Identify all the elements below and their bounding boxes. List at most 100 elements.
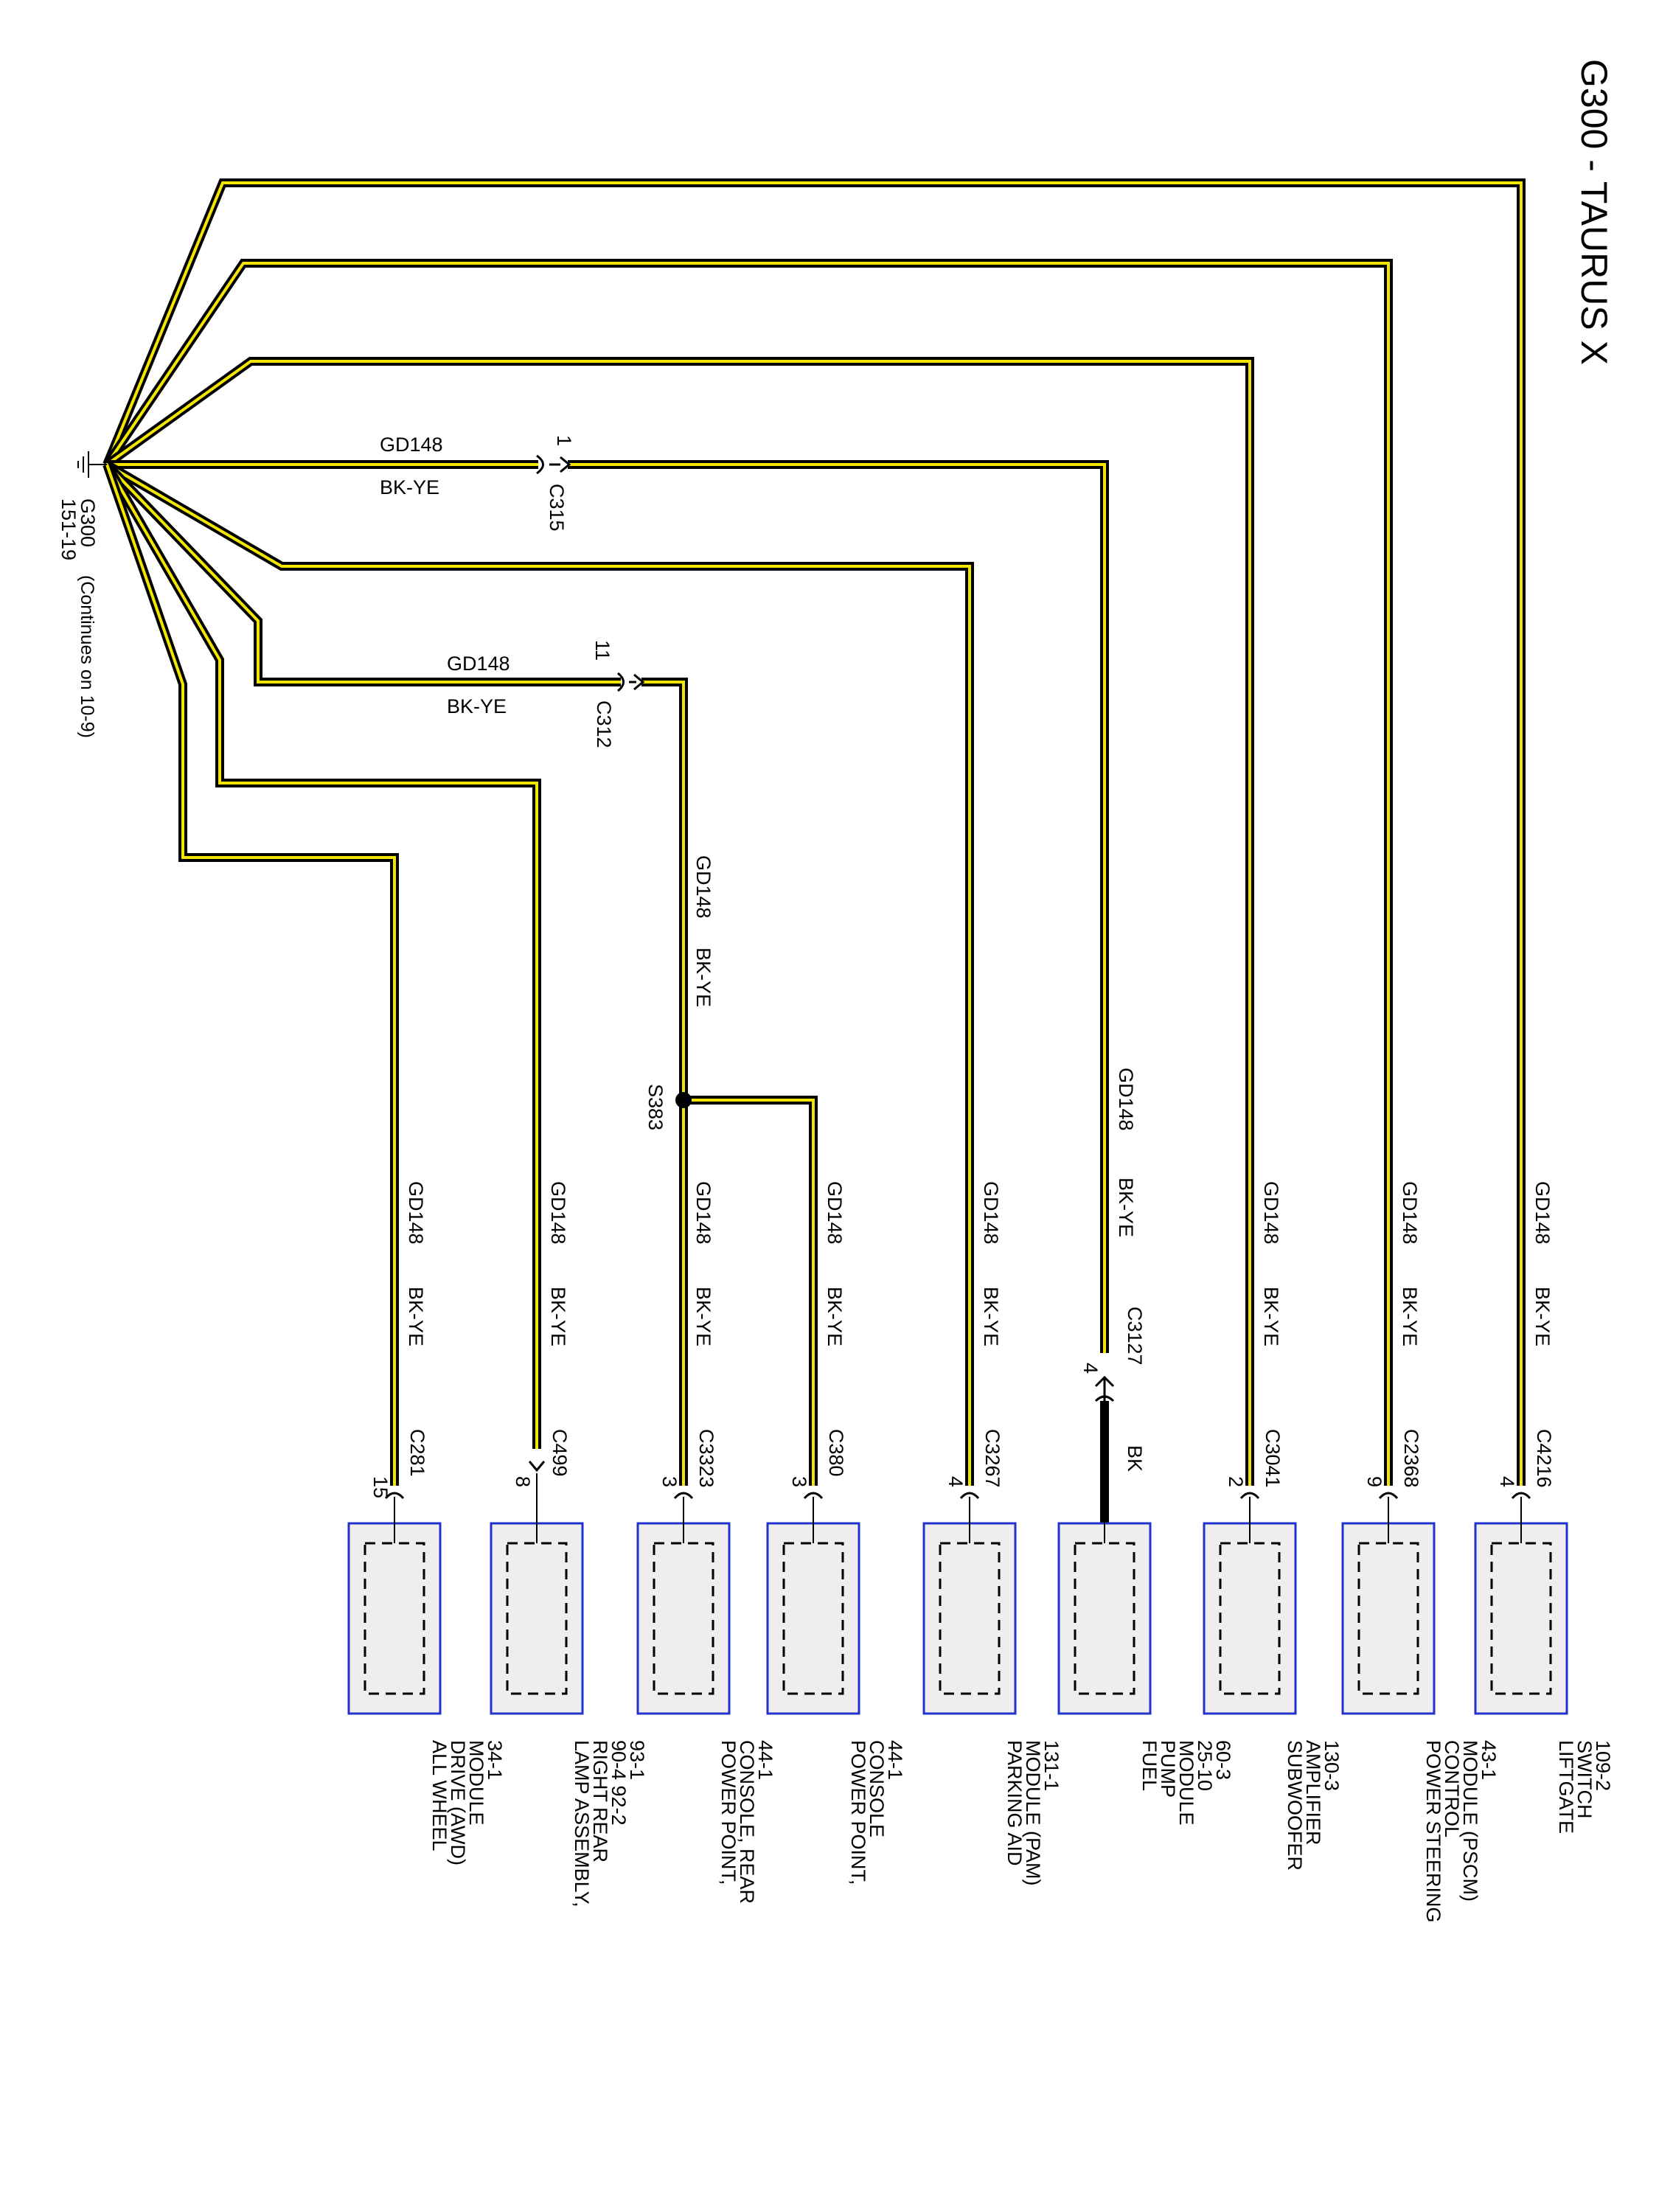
wire-c312-in (103, 461, 621, 686)
component-box (1474, 1522, 1568, 1715)
c3127-pin: 4 (1079, 1363, 1102, 1374)
component-label-line: SUBWOOFER (1284, 1740, 1306, 1871)
connector-id: C4216 (1533, 1429, 1555, 1488)
wire-label-circuit: GD148 (980, 1181, 1002, 1245)
wire-label-circuit: GD148 (692, 1181, 714, 1245)
component-label-line: 60-3 (1212, 1740, 1234, 1780)
c312-run-color: BK-YE (447, 695, 507, 717)
connector-pin: 3 (788, 1476, 810, 1487)
connector-id: C3267 (981, 1429, 1004, 1488)
component-label-line: DRIVE (AWD) (447, 1740, 469, 1865)
ground-symbol (77, 451, 107, 478)
component-label-line: MODULE (PSCM) (1459, 1740, 1481, 1902)
c312-label: C312 (593, 700, 615, 748)
component-label-line: 34-1 (484, 1740, 506, 1780)
component-label-line: MODULE (1175, 1740, 1197, 1826)
component-inner-outline (364, 1542, 425, 1695)
wire-label-circuit: GD148 (547, 1181, 569, 1245)
component-box (1341, 1522, 1436, 1715)
wire-label-color: BK-YE (1531, 1287, 1554, 1346)
component-label-line: LAMP ASSEMBLY, (571, 1740, 593, 1907)
component-label-line: 44-1 (884, 1740, 906, 1780)
component-inner-outline (1219, 1542, 1281, 1695)
connector-mark (1239, 1492, 1260, 1500)
connector-mark (528, 1461, 546, 1472)
component-inner-outline (1074, 1542, 1135, 1695)
connector-id: C2368 (1400, 1429, 1422, 1488)
wire-label-color: BK-YE (980, 1287, 1002, 1346)
component-box (347, 1522, 442, 1715)
connector-mark (673, 1492, 694, 1500)
connector-id: C3323 (695, 1429, 717, 1488)
wire-label-circuit: GD148 (1115, 1068, 1137, 1131)
c312-pin: 11 (591, 640, 613, 661)
connector-id: C499 (549, 1429, 571, 1477)
component-label-line: 93-1 (626, 1740, 648, 1780)
connector-id: C380 (825, 1429, 847, 1477)
wire-label-circuit: GD148 (405, 1181, 427, 1245)
component-label-line: LIFTGATE (1555, 1740, 1577, 1834)
component-label-line: MODULE (465, 1740, 487, 1826)
connector-pin: 3 (658, 1476, 681, 1487)
wire-label-color: BK-YE (405, 1287, 427, 1346)
connector-pin: 4 (1496, 1476, 1518, 1487)
wire-label-color: BK-YE (692, 947, 714, 1007)
component-label-line: POWER POINT, (717, 1740, 740, 1885)
connector-pin: 8 (512, 1476, 534, 1487)
component-label-line: PUMP (1157, 1740, 1179, 1798)
c312-run-circuit: GD148 (447, 653, 510, 675)
wire-label-color: BK-YE (547, 1287, 569, 1346)
component-label-line: 90-4 92-2 (608, 1740, 630, 1826)
wire-label-color: BK-YE (824, 1287, 846, 1346)
wire-label-color: BK-YE (1260, 1287, 1282, 1346)
splice-label: S383 (644, 1084, 667, 1130)
connector-id: C281 (406, 1429, 428, 1477)
connector-mark (959, 1492, 980, 1500)
component-box (490, 1522, 584, 1715)
component-label-line: POWER STEERING (1422, 1740, 1444, 1923)
splice-dot (675, 1092, 692, 1108)
wire-label-circuit: GD148 (1531, 1181, 1554, 1245)
component-label-line: CONTROL (1441, 1740, 1463, 1837)
component-label-line: ALL WHEEL (428, 1740, 451, 1851)
c3127-label: C3127 (1124, 1307, 1146, 1366)
wire-label-color: BK-YE (1399, 1287, 1421, 1346)
inline-connector-c312 (617, 672, 645, 692)
wire-label-circuit: GD148 (1399, 1181, 1421, 1245)
wire-lamp (102, 462, 541, 1449)
c315-run-color: BK-YE (380, 476, 439, 498)
component-inner-outline (782, 1542, 844, 1695)
wire-label-circuit: GD148 (692, 855, 714, 919)
component-label-line: POWER POINT, (847, 1740, 869, 1885)
connector-pin: 15 (369, 1476, 392, 1498)
connector-pin: 9 (1363, 1476, 1385, 1487)
component-label-line: 130-3 (1321, 1740, 1343, 1791)
component-label-line: 109-2 (1592, 1740, 1614, 1791)
c315-label: C315 (546, 484, 568, 532)
component-inner-outline (653, 1542, 714, 1695)
component-inner-outline (1357, 1542, 1419, 1695)
wire-label-circuit: GD148 (824, 1181, 846, 1245)
connector-pin: 4 (945, 1476, 967, 1487)
ground-page-ref: 151-19 (58, 498, 80, 560)
c315-pin: 1 (553, 435, 575, 446)
component-label-line: FUEL (1138, 1740, 1161, 1791)
wire-pscm (103, 259, 1393, 1486)
connector-id: C3041 (1262, 1429, 1284, 1488)
component-box (922, 1522, 1017, 1715)
